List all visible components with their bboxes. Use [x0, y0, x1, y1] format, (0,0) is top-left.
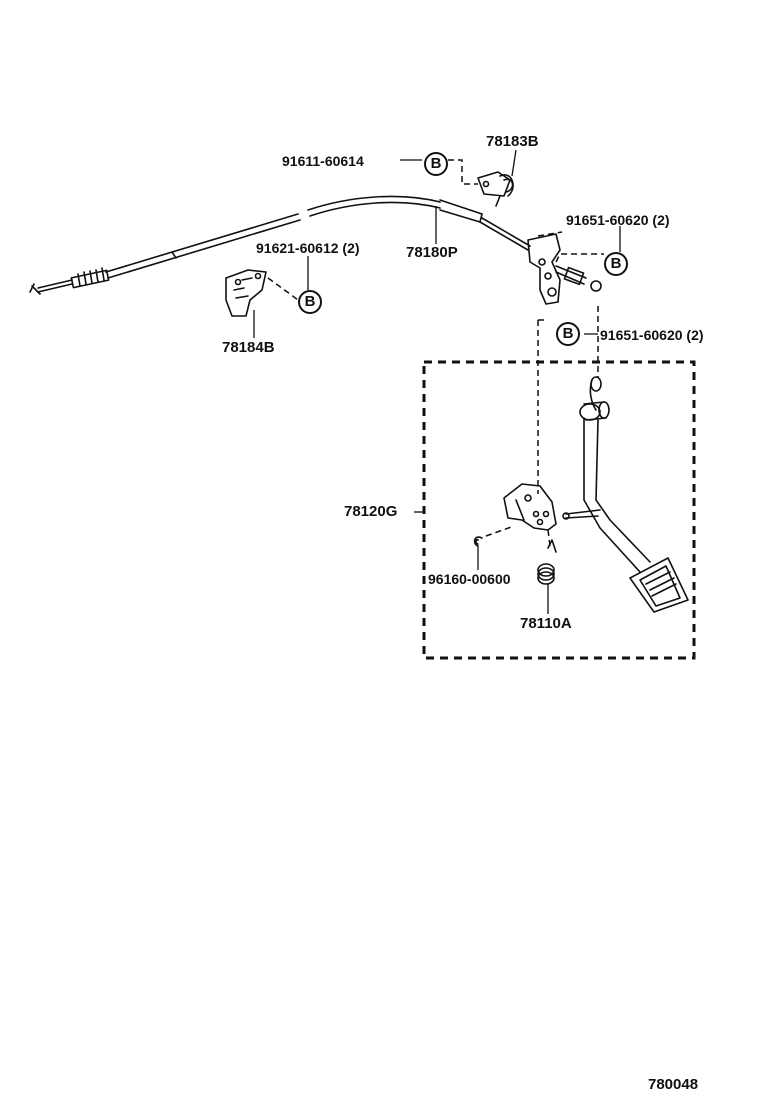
bolt-marker-91611: B — [424, 152, 448, 176]
label-78110A: 78110A — [520, 615, 572, 632]
bolt-marker-91651-mid: B — [556, 322, 580, 346]
bolt-marker-91651-top: B — [604, 252, 628, 276]
label-91651-60620-mid: 91651-60620 (2) — [600, 327, 704, 343]
assembly-boundary-78120G — [424, 362, 694, 658]
label-78180P: 78180P — [406, 244, 458, 261]
label-91651-60620-top: 91651-60620 (2) — [566, 212, 670, 228]
e-ring-96160 — [475, 537, 482, 546]
return-spring-78110A — [538, 540, 556, 584]
label-78184B: 78184B — [222, 339, 275, 356]
bracket-78184B — [226, 270, 266, 316]
bolt-marker-91621: B — [298, 290, 322, 314]
label-78183B: 78183B — [486, 133, 539, 150]
label-96160-00600: 96160-00600 — [428, 571, 511, 587]
label-91621-60612: 91621-60612 (2) — [256, 240, 360, 256]
cable-bracket-upper — [528, 234, 601, 304]
accelerator-cable — [30, 196, 530, 294]
label-78120G: 78120G — [344, 503, 398, 520]
label-91611-60614: 91611-60614 — [282, 153, 364, 169]
diagram-id: 780048 — [648, 1076, 699, 1093]
pedal-support-bracket — [504, 484, 556, 530]
clip-78183B — [478, 172, 513, 206]
pedal-lever — [563, 377, 688, 612]
